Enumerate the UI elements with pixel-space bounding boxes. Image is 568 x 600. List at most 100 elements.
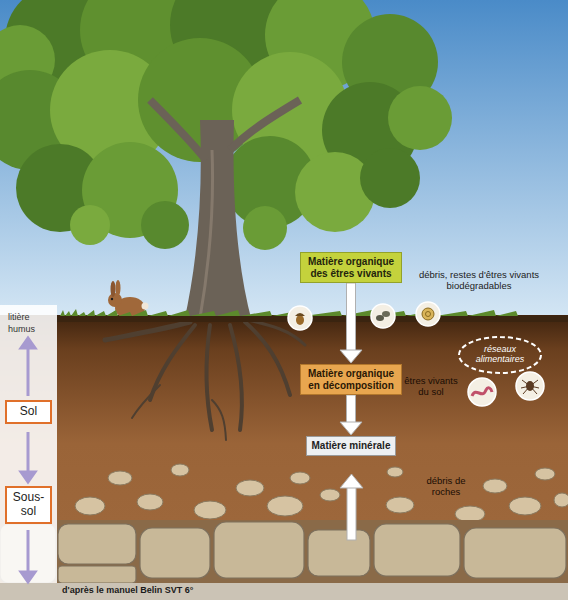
layer-label: humus bbox=[8, 324, 54, 334]
stones-part-part bbox=[455, 506, 485, 522]
debris-icons-part bbox=[296, 315, 304, 325]
debris-icons-part bbox=[382, 311, 390, 317]
source-credit: d'après le manuel Belin SVT 6° bbox=[62, 585, 362, 595]
process-box: Matière organique des êtres vivants bbox=[300, 252, 402, 283]
debris-icons bbox=[288, 302, 440, 330]
arrow-shaft bbox=[347, 283, 356, 352]
soil-organism-icons-part bbox=[468, 378, 496, 406]
stones-part-part bbox=[137, 494, 163, 510]
soil-organism-icons bbox=[468, 372, 544, 406]
layer-range-arrows-part bbox=[21, 338, 35, 348]
stones-part-part bbox=[108, 471, 132, 485]
bedrock bbox=[0, 520, 568, 600]
flow-arrow bbox=[340, 283, 362, 363]
tree-trunk-part bbox=[230, 100, 300, 150]
stones bbox=[75, 464, 568, 522]
debris-icons-part bbox=[426, 312, 431, 317]
bedrock-part bbox=[0, 522, 566, 583]
stones-part-part bbox=[320, 489, 340, 501]
tree-canopy-part bbox=[243, 206, 287, 250]
tree-roots-part bbox=[105, 322, 190, 340]
bedrock-part-part bbox=[464, 528, 566, 578]
debris-label: débris, restes d'êtres vivants biodégrad… bbox=[403, 270, 555, 292]
soil bbox=[0, 315, 568, 600]
layer-box: Sol bbox=[5, 400, 52, 424]
cycle-label: réseaux alimentaires bbox=[466, 344, 534, 365]
layer-range-arrows-part bbox=[27, 346, 30, 396]
layer-range-arrows-part bbox=[21, 472, 35, 482]
tree-trunk bbox=[150, 100, 300, 322]
layer-box: Sous-sol bbox=[5, 486, 52, 524]
bedrock-part-part bbox=[58, 566, 136, 583]
soil-organism-icons-part bbox=[521, 380, 539, 394]
rock-debris-label: débris de roches bbox=[418, 476, 474, 498]
layer-label: litière bbox=[8, 312, 54, 322]
bedrock-part-part bbox=[58, 524, 136, 564]
bedrock-part bbox=[0, 583, 568, 600]
stones-part-part bbox=[194, 501, 226, 519]
layer-range-arrows-part bbox=[27, 530, 30, 574]
tree-roots-part bbox=[230, 325, 242, 430]
bedrock-part-part bbox=[374, 524, 460, 576]
tree-canopy-part bbox=[388, 86, 452, 150]
food-web-cycle bbox=[459, 337, 541, 373]
stones-part-part bbox=[535, 468, 555, 480]
rabbit-part bbox=[108, 293, 122, 307]
stones-part-part bbox=[386, 497, 414, 513]
rabbit-part bbox=[111, 281, 116, 297]
mineral-supply-arrow-part bbox=[340, 474, 363, 488]
arrow-shaft bbox=[347, 395, 356, 424]
stones-part-part bbox=[75, 497, 105, 515]
arrow-head bbox=[340, 422, 362, 435]
debris-icons-part bbox=[416, 302, 440, 326]
node-text: Matière organique en décomposition bbox=[305, 368, 397, 391]
stones-part-part bbox=[509, 497, 541, 515]
debris-icons-part bbox=[376, 315, 384, 321]
node-text: Matière organique des êtres vivants bbox=[305, 256, 397, 279]
mineral-supply-arrow bbox=[340, 474, 363, 540]
node-text: Matière minérale bbox=[311, 440, 391, 452]
bedrock-part-part bbox=[214, 522, 304, 578]
tree-roots-part bbox=[245, 322, 290, 395]
stones-part-part bbox=[483, 479, 507, 493]
stones-part-part bbox=[267, 496, 303, 516]
bedrock-part-part bbox=[308, 530, 370, 576]
stones-part-part bbox=[236, 480, 264, 496]
tree-roots-part bbox=[132, 385, 160, 418]
layer-range-arrows-part bbox=[21, 572, 35, 582]
tree-canopy-part bbox=[70, 205, 110, 245]
stones-part-part bbox=[171, 464, 189, 476]
debris-icons-part bbox=[371, 304, 395, 328]
process-box: Matière organique en décomposition bbox=[300, 364, 402, 395]
tree-roots-part bbox=[212, 400, 226, 440]
tree-roots bbox=[105, 320, 305, 440]
debris-icons-part bbox=[295, 313, 305, 316]
process-box: Matière minérale bbox=[306, 436, 396, 456]
tree-canopy-part bbox=[360, 148, 420, 208]
rabbit-part bbox=[142, 303, 149, 310]
layer-range-arrows-part bbox=[27, 432, 30, 474]
flow-arrow bbox=[340, 395, 362, 435]
tree-trunk-part bbox=[150, 100, 206, 160]
rabbit-part bbox=[116, 280, 121, 296]
node-text: Sous-sol bbox=[9, 491, 48, 519]
arrow-head bbox=[340, 350, 362, 363]
tree-canopy-part bbox=[295, 152, 375, 232]
bedrock-part bbox=[56, 520, 568, 583]
stones-part-part bbox=[290, 472, 310, 484]
node-text: Sol bbox=[9, 405, 48, 419]
layer-range-arrows bbox=[21, 338, 35, 582]
food-web-cycle-part bbox=[459, 337, 541, 373]
stones-part-part bbox=[554, 493, 568, 507]
tree-roots-part bbox=[206, 325, 212, 430]
organisms-label: êtres vivants du sol bbox=[398, 376, 464, 398]
left-panel bbox=[0, 305, 57, 583]
bedrock-part-part bbox=[140, 528, 210, 578]
debris-icons-part bbox=[422, 308, 434, 320]
tree-trunk-part bbox=[200, 150, 213, 318]
soil-organism-icons-part bbox=[472, 388, 492, 396]
